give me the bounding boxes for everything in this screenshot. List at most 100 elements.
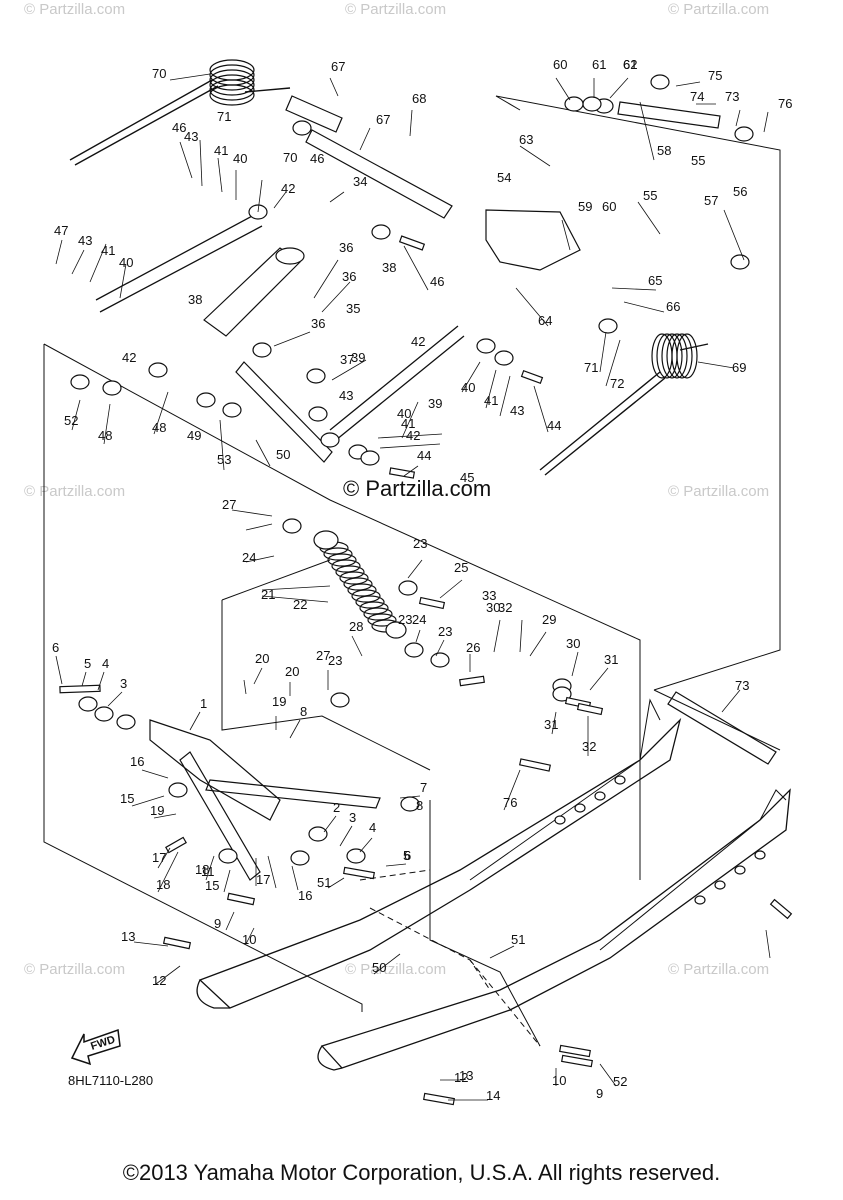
bolt: [561, 1054, 593, 1068]
part-callout-6: 6: [52, 640, 59, 655]
part-callout-42: 42: [406, 428, 420, 443]
part-callout-44: 44: [417, 448, 431, 463]
part-callout-37: 37: [340, 352, 354, 367]
leader-line: [153, 391, 169, 435]
part-callout-12: 12: [454, 1070, 468, 1085]
shock-spring-coil: [331, 559, 361, 573]
shock-spring-coil: [355, 595, 385, 609]
leader-line: [331, 359, 367, 381]
part-callout-60: 60: [553, 57, 567, 72]
leader-line: [245, 927, 255, 945]
part-callout-24: 24: [242, 550, 256, 565]
shock-spring-coil: [351, 589, 381, 603]
part-callout-58: 58: [657, 143, 671, 158]
leader-line: [255, 439, 271, 467]
arm-39: [329, 325, 465, 441]
part-callout-42: 42: [122, 350, 136, 365]
part-callout-19: 19: [272, 694, 286, 709]
leader-line: [399, 795, 421, 799]
shock-spring-coil: [367, 613, 397, 627]
leader-line: [131, 795, 165, 807]
leader-line: [409, 109, 413, 137]
arm-39: [95, 213, 263, 313]
bolt: [459, 675, 485, 687]
leader-line: [133, 941, 169, 947]
part-callout-62: 62: [623, 57, 637, 72]
part-callout-70: 70: [152, 66, 166, 81]
part-callout-41: 41: [214, 143, 228, 158]
bushing: [102, 380, 122, 396]
leader-line: [329, 77, 339, 97]
shock-spring-coil: [335, 565, 365, 579]
leader-line: [637, 201, 661, 235]
bushing: [282, 518, 302, 534]
ski-hole: [734, 865, 746, 875]
part-callout-20: 20: [255, 651, 269, 666]
assembly-guide-line: [359, 869, 431, 881]
part-callout-6: 6: [404, 848, 411, 863]
torsion-spring-coil: [676, 333, 698, 379]
part-callout-31: 31: [544, 717, 558, 732]
bushing: [330, 692, 350, 708]
shaft-66: [305, 129, 453, 219]
part-callout-10: 10: [552, 1073, 566, 1088]
part-callout-41: 41: [101, 243, 115, 258]
leader-line: [71, 249, 85, 275]
leader-line: [313, 259, 339, 299]
part-callout-68: 68: [412, 91, 426, 106]
part-callout-18: 18: [195, 862, 209, 877]
part-callout-54: 54: [497, 170, 511, 185]
part-callout-30: 30: [566, 636, 580, 651]
leader-line: [385, 863, 407, 867]
bolt: [162, 936, 192, 950]
part-callout-43: 43: [184, 129, 198, 144]
shock-spring-coil: [327, 553, 357, 567]
part-callout-36: 36: [311, 316, 325, 331]
part-callout-18: 18: [156, 877, 170, 892]
leader-line: [267, 855, 277, 889]
part-callout-41: 41: [484, 393, 498, 408]
part-callout-13: 13: [121, 929, 135, 944]
leader-line: [675, 81, 701, 87]
bushing: [196, 392, 216, 408]
leader-line: [97, 671, 105, 691]
leader-line: [555, 77, 571, 101]
shock-spring-coil: [343, 577, 373, 591]
part-callout-63: 63: [519, 132, 533, 147]
part-callout-15: 15: [205, 878, 219, 893]
bushing: [360, 450, 380, 466]
ski-hole: [754, 850, 766, 860]
bushing: [650, 74, 670, 90]
part-callout-8: 8: [416, 798, 423, 813]
ski-hole: [554, 815, 566, 825]
part-callout-25: 25: [454, 560, 468, 575]
part-callout-26: 26: [466, 640, 480, 655]
leader-line: [55, 655, 63, 685]
leader-line: [157, 847, 171, 869]
bushing: [290, 850, 310, 866]
bushing: [70, 374, 90, 390]
leader-line: [71, 399, 81, 431]
assembly-frame-line: [221, 600, 431, 771]
bolt: [388, 467, 416, 479]
part-callout-13: 13: [459, 1068, 473, 1083]
part-callout-46: 46: [172, 120, 186, 135]
part-callout-43: 43: [78, 233, 92, 248]
leader-line: [253, 667, 263, 685]
leader-line: [499, 375, 511, 417]
part-callout-61: 61: [592, 57, 606, 72]
leader-line: [223, 869, 231, 893]
leader-line: [245, 523, 273, 531]
part-callout-70: 70: [283, 150, 297, 165]
ski-hole: [594, 791, 606, 801]
shock-end: [275, 247, 305, 265]
assembly-frame-line: [495, 95, 781, 691]
leader-line: [403, 465, 419, 477]
part-callout-39: 39: [351, 350, 365, 365]
bolt: [518, 758, 552, 772]
part-callout-43: 43: [339, 388, 353, 403]
part-callout-30: 30: [486, 600, 500, 615]
part-callout-12: 12: [152, 973, 166, 988]
leader-line: [179, 141, 193, 179]
part-callout-43: 43: [510, 403, 524, 418]
